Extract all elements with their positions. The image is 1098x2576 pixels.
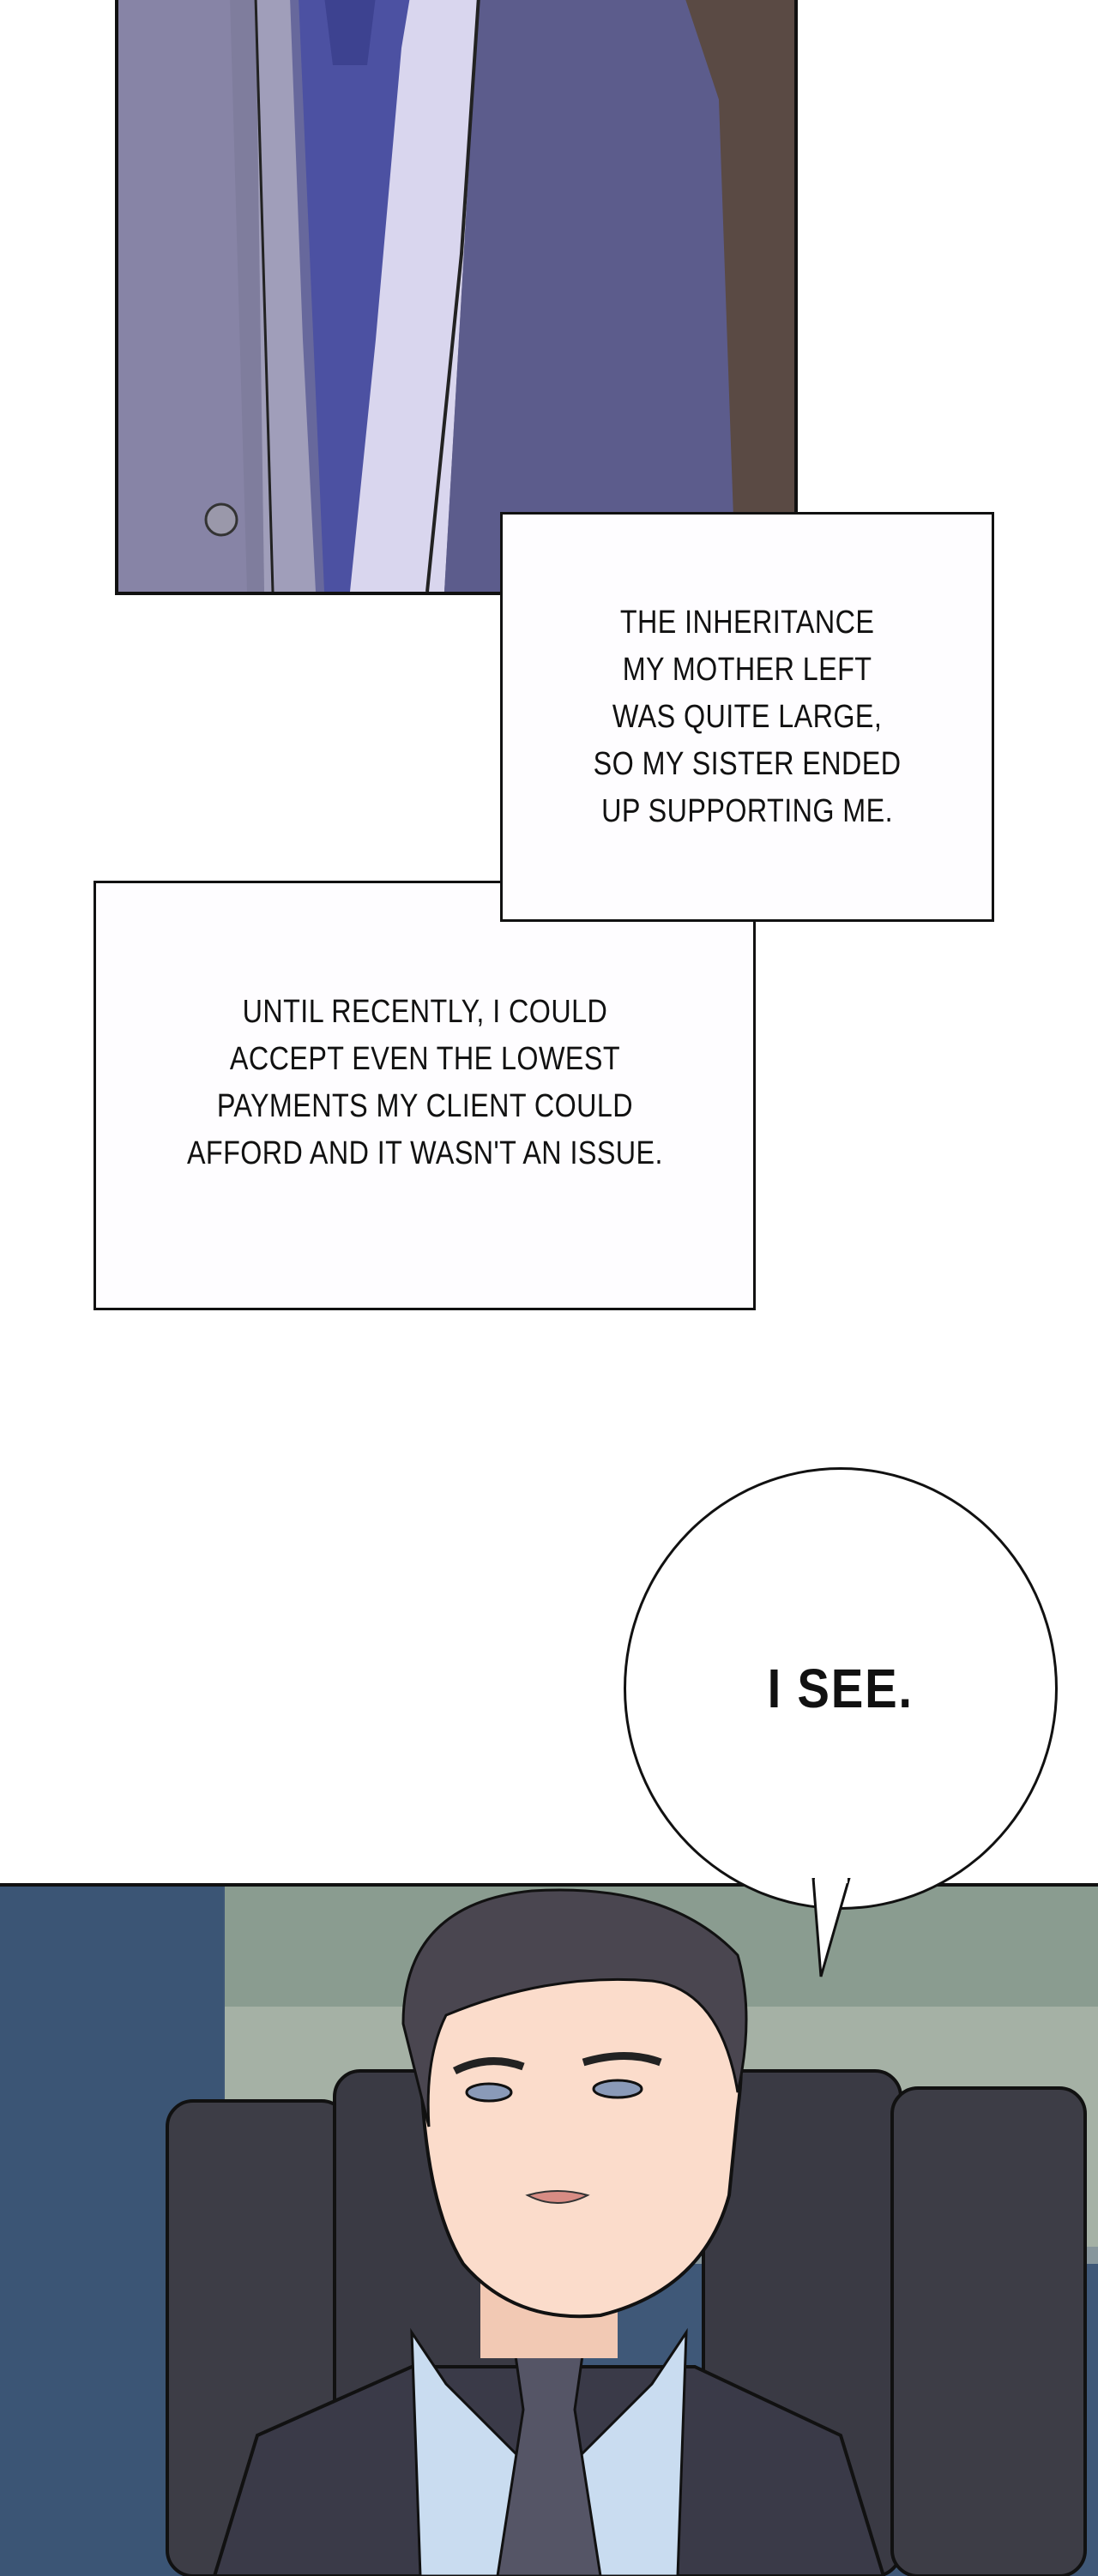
narration-box-1: THE INHERITANCE MY MOTHER LEFT WAS QUITE… — [500, 512, 994, 922]
speech-bubble-text: I SEE. — [767, 1658, 914, 1719]
narration-text-1: THE INHERITANCE MY MOTHER LEFT WAS QUITE… — [593, 604, 902, 829]
narration-text-2: UNTIL RECENTLY, I COULD ACCEPT EVEN THE … — [186, 993, 663, 1171]
bottom-comic-panel — [0, 1883, 1098, 2576]
narration-box-2: UNTIL RECENTLY, I COULD ACCEPT EVEN THE … — [94, 881, 756, 1310]
top-comic-panel — [115, 0, 798, 595]
suit-torso-illustration — [118, 0, 794, 592]
box-join — [503, 881, 749, 917]
speech-bubble: I SEE. — [624, 1467, 1058, 1910]
man-portrait-illustration — [0, 1887, 1098, 2576]
speech-bubble-tail — [811, 1878, 851, 1977]
